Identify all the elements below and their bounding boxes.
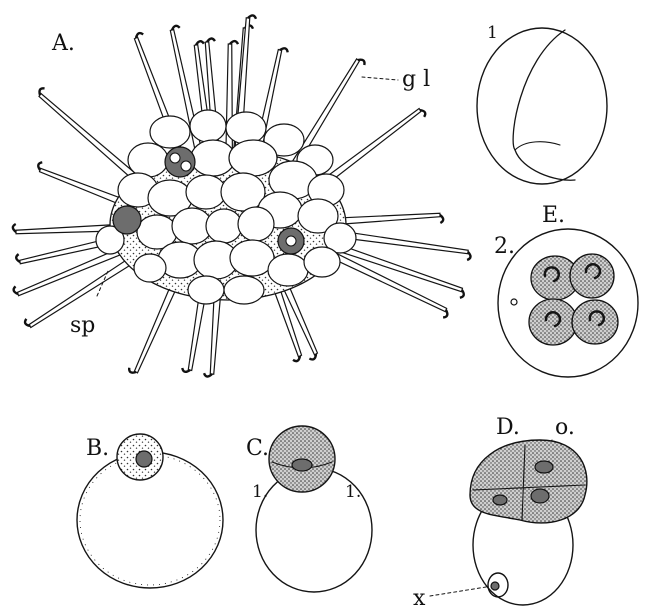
panel-e: 1 E. 2. [477,23,638,377]
cell [238,207,274,241]
tentacle-hook [440,215,443,223]
tentacle-hook [293,356,300,361]
tentacle-hook [309,354,316,359]
cell [224,276,264,304]
tentacle-hook [467,252,470,260]
panel-d-mark-x: x [413,586,426,610]
cell [186,175,226,209]
cell [229,140,277,176]
panel-e-label: E. [542,203,565,228]
cell [150,116,190,148]
panel-c-label: C. [246,436,269,461]
cell [230,240,274,276]
tentacle-hook [136,33,143,38]
cell [206,209,242,243]
egg-stage-2-membrane [498,229,638,377]
panel-d-blastomere-cluster [470,440,587,523]
tentacle-hook [196,41,204,45]
tentacle-hook [172,26,180,30]
tentacle-hook [230,41,238,44]
panel-e-sub1-label: 1 [487,23,498,43]
cell [226,112,266,144]
cell [188,276,224,304]
tentacle-hook [14,286,18,294]
gl-pointer-line [362,77,398,80]
panel-c: C. 1. 1. [246,426,372,592]
panel-d-label: D. [496,415,520,440]
tentacle-hook [248,15,256,18]
tentacle-hook [204,373,212,376]
tentacle-hook [420,110,425,117]
nucleus-cluster-top [165,147,195,177]
nucleus-left [113,206,141,234]
tentacle-hook [16,254,20,262]
panel-d: D. o. x [413,415,587,610]
panel-a-label: A. [51,31,75,56]
panel-b: B. [77,434,223,588]
panel-c-mark-left: 1. [252,482,268,502]
panel-c-mark-right: 1. [345,482,361,502]
cell [134,254,166,282]
cell [190,110,226,142]
cell [304,247,340,277]
mark-x-pointer-line [430,587,486,596]
cell [128,143,168,177]
panel-b-label: B. [86,436,109,461]
annotation-sp: sp [70,313,95,338]
tentacle-hook [207,38,215,42]
cell [268,254,308,286]
panel-a: A. g l sp [13,15,471,376]
tentacle-hook [13,224,16,232]
tentacle-hook [25,319,30,326]
annotation-gl: g l [402,67,430,92]
panel-e-sub2-label: 2. [494,234,515,259]
panel-d-mark-o: o. [555,415,575,440]
